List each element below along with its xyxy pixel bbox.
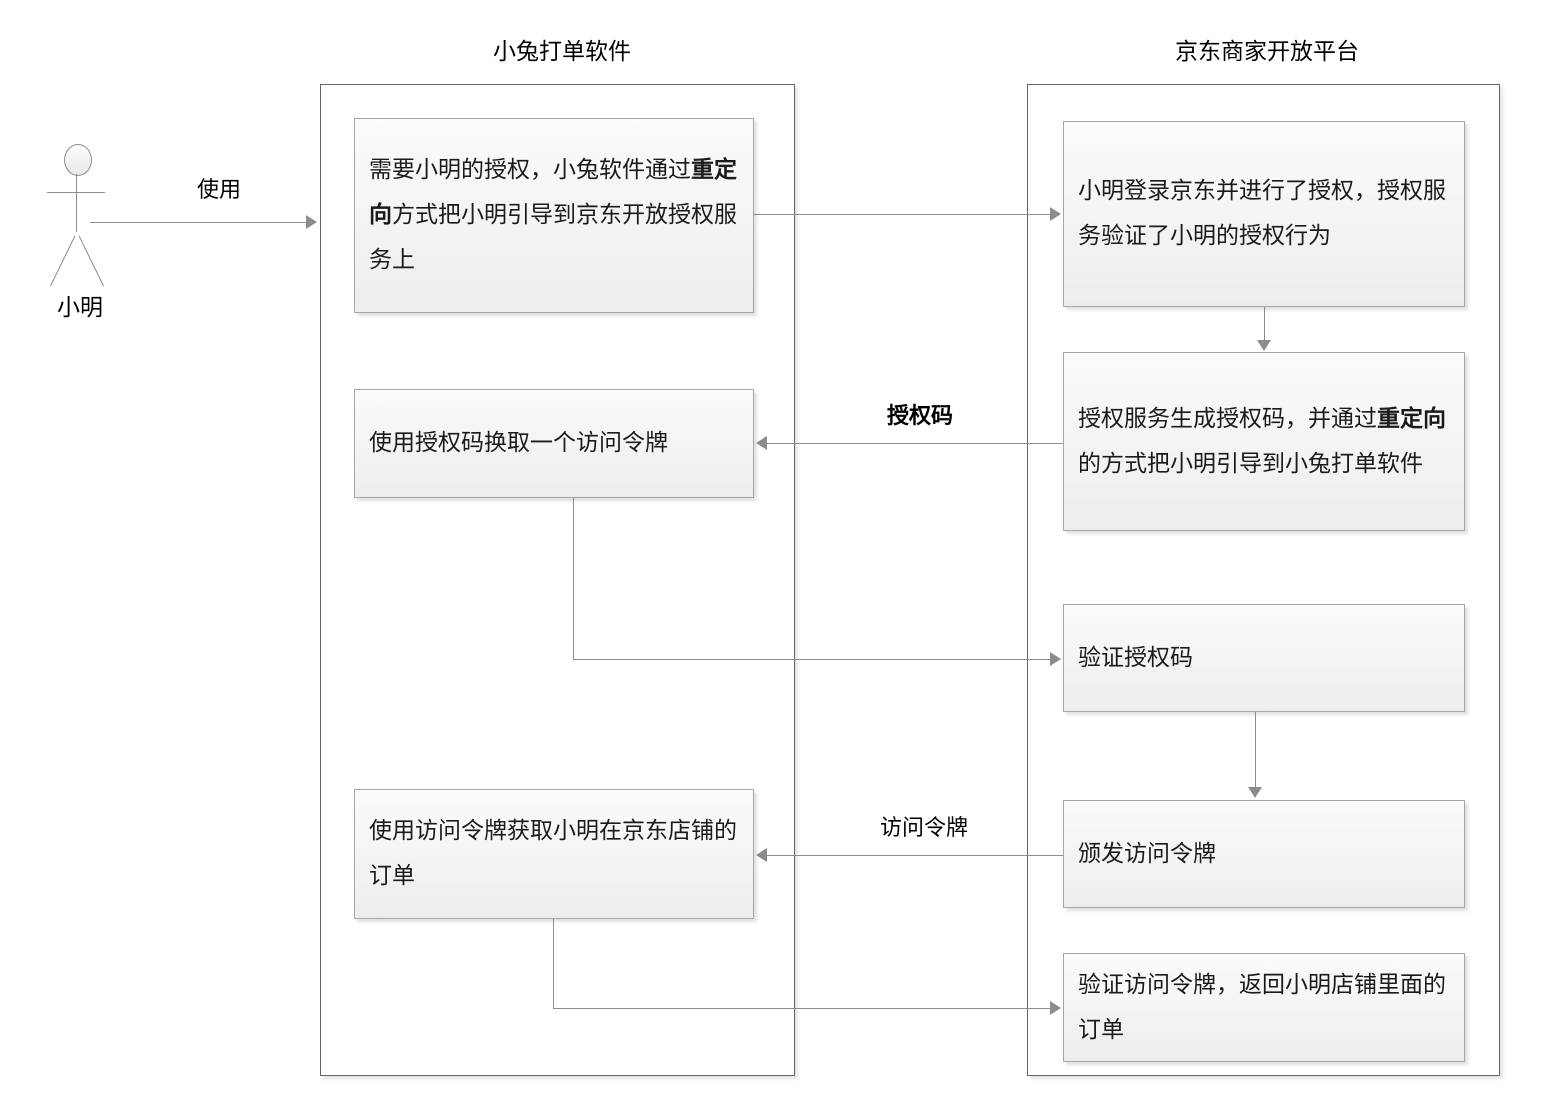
edge-label-auth-code: 授权码 bbox=[861, 398, 979, 430]
node-exchange-token[interactable]: 使用授权码换取一个访问令牌 bbox=[354, 389, 754, 498]
node-generate-auth-code-text-bold: 重定向 bbox=[1377, 405, 1446, 432]
node-user-login-authorize-text: 小明登录京东并进行了授权，授权服务验证了小明的授权行为 bbox=[1078, 178, 1446, 249]
node-verify-token-return-orders-text: 验证访问令牌，返回小明店铺里面的订单 bbox=[1078, 971, 1446, 1043]
actor-arms-icon bbox=[47, 192, 105, 193]
node-generate-auth-code-text-pre: 授权服务生成授权码，并通过 bbox=[1078, 405, 1377, 432]
node-verify-auth-code-text: 验证授权码 bbox=[1078, 644, 1193, 671]
actor-label: 小明 bbox=[57, 295, 103, 321]
node-fetch-orders-text: 使用访问令牌获取小明在京东店铺的订单 bbox=[369, 818, 737, 889]
edge-l3-to-r5-vline bbox=[553, 919, 554, 1009]
edge-label-access-token: 访问令牌 bbox=[855, 810, 993, 842]
edge-r3-to-r4-arrowhead-icon bbox=[1248, 787, 1262, 798]
edge-l2-to-r3-hline bbox=[573, 659, 1050, 660]
node-generate-auth-code[interactable]: 授权服务生成授权码，并通过重定向的方式把小明引导到小兔打单软件 bbox=[1063, 352, 1465, 531]
node-issue-access-token[interactable]: 颁发访问令牌 bbox=[1063, 800, 1465, 908]
edge-l1-to-r1-line bbox=[754, 214, 1050, 215]
edge-l2-to-r3-arrowhead-icon bbox=[1050, 652, 1061, 666]
node-generate-auth-code-text: 授权服务生成授权码，并通过重定向的方式把小明引导到小兔打单软件 bbox=[1078, 397, 1450, 487]
actor-head-icon bbox=[64, 144, 92, 176]
node-need-authorization-text-pre: 需要小明的授权，小兔软件通过 bbox=[369, 157, 691, 183]
edge-r4-to-l3-arrowhead-icon bbox=[756, 848, 767, 862]
node-exchange-token-text: 使用授权码换取一个访问令牌 bbox=[369, 430, 668, 456]
node-need-authorization-text: 需要小明的授权，小兔软件通过重定向方式把小明引导到京东开放授权服务上 bbox=[369, 148, 739, 283]
edge-r2-to-l2-arrowhead-icon bbox=[756, 436, 767, 450]
edge-r1-to-r2-line bbox=[1264, 307, 1265, 340]
edge-l3-to-r5-hline bbox=[553, 1008, 1050, 1009]
edge-r2-to-l2-line bbox=[767, 443, 1063, 444]
edge-use-line bbox=[90, 222, 306, 223]
node-need-authorization-text-post: 方式把小明引导到京东开放授权服务上 bbox=[369, 202, 737, 273]
left-lane-title: 小兔打单软件 bbox=[493, 39, 631, 65]
actor-left-leg-icon bbox=[50, 235, 76, 287]
edge-r4-to-l3-line bbox=[767, 855, 1063, 856]
edge-r1-to-r2-arrowhead-icon bbox=[1257, 340, 1271, 351]
edge-r3-to-r4-line bbox=[1255, 712, 1256, 787]
actor-xiaoming[interactable]: 小明 bbox=[40, 140, 180, 321]
actor-body-icon bbox=[76, 174, 77, 232]
node-user-login-authorize[interactable]: 小明登录京东并进行了授权，授权服务验证了小明的授权行为 bbox=[1063, 121, 1465, 307]
edge-l3-to-r5-arrowhead-icon bbox=[1050, 1001, 1061, 1015]
node-fetch-orders[interactable]: 使用访问令牌获取小明在京东店铺的订单 bbox=[354, 789, 754, 919]
node-verify-auth-code[interactable]: 验证授权码 bbox=[1063, 604, 1465, 712]
node-generate-auth-code-text-post: 的方式把小明引导到小兔打单软件 bbox=[1078, 450, 1423, 477]
node-verify-token-return-orders[interactable]: 验证访问令牌，返回小明店铺里面的订单 bbox=[1063, 953, 1465, 1062]
right-lane-title: 京东商家开放平台 bbox=[1175, 39, 1359, 65]
node-need-authorization-text-bold: 重定向 bbox=[369, 157, 737, 228]
node-need-authorization[interactable]: 需要小明的授权，小兔软件通过重定向方式把小明引导到京东开放授权服务上 bbox=[354, 118, 754, 313]
actor-right-leg-icon bbox=[78, 235, 104, 287]
edge-label-use: 使用 bbox=[160, 172, 278, 204]
edge-l2-to-r3-vline bbox=[573, 498, 574, 660]
node-issue-access-token-text: 颁发访问令牌 bbox=[1078, 840, 1216, 867]
edge-use-arrowhead-icon bbox=[306, 215, 317, 229]
edge-l1-to-r1-arrowhead-icon bbox=[1050, 207, 1061, 221]
